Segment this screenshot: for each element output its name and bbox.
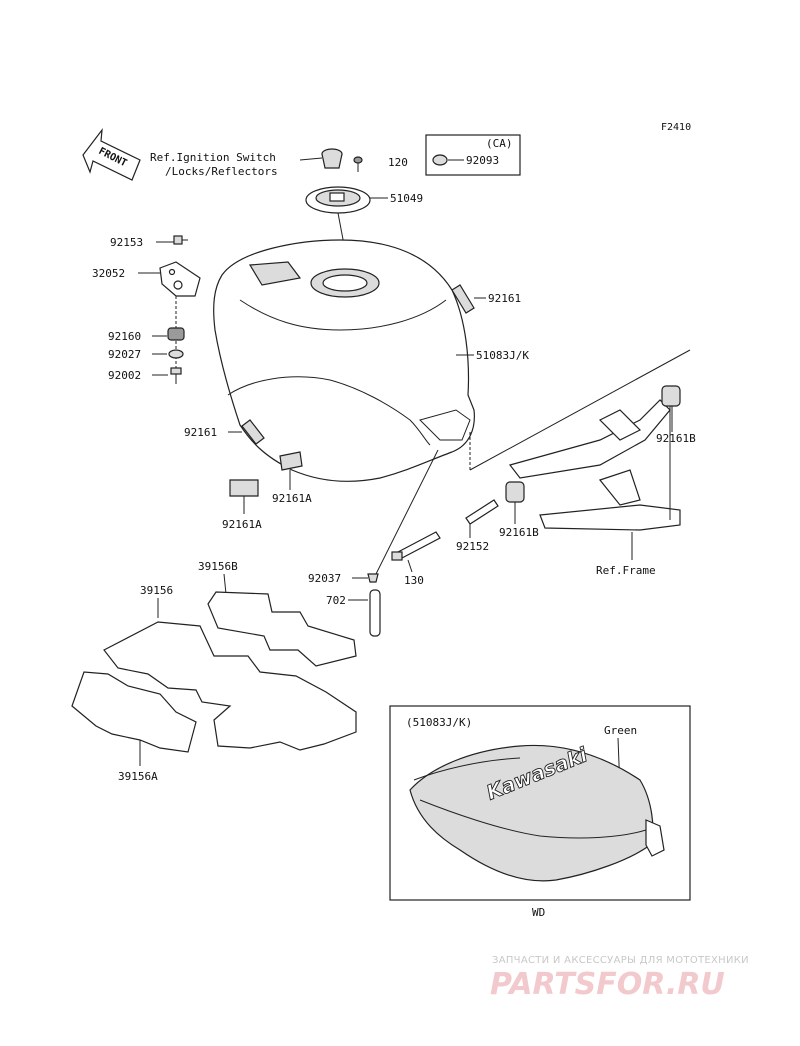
part-39156a: 39156A — [118, 770, 158, 783]
part-120: 120 — [388, 156, 408, 169]
part-92153: 92153 — [110, 236, 143, 249]
part-51049: 51049 — [390, 192, 423, 205]
part-92027: 92027 — [108, 348, 141, 361]
mat-39156b-part — [207, 591, 357, 667]
ca-box-part: 92093 — [466, 154, 499, 167]
part-92161a-1: 92161A — [272, 492, 312, 505]
rubber-pad-92161-part — [451, 284, 475, 314]
part-92037: 92037 — [308, 572, 341, 585]
part-130: 130 — [404, 574, 424, 587]
bolt-92002-part — [170, 367, 182, 384]
clip-92037-part — [367, 573, 379, 583]
part-92161b-top: 92161B — [656, 432, 696, 445]
grommet-92161b-mid-part — [505, 481, 525, 503]
frame-bracket-part — [508, 399, 681, 531]
screw-120-part — [353, 156, 363, 172]
rubber-pad-92161-left-part — [241, 419, 265, 445]
watermark-top-text: ЗАПЧАСТИ И АКСЕССУАРЫ ДЛЯ МОТОТЕХНИКИ — [492, 955, 749, 966]
grommet-92161b-top-part — [661, 385, 681, 407]
damper-92160-part — [167, 327, 185, 341]
collar-92152-part — [465, 499, 499, 525]
inset-title: (51083J/K) — [406, 716, 472, 729]
front-arrow-icon: FRONT — [82, 127, 141, 181]
rubber-pad-92161a-left-part — [229, 479, 259, 497]
inset-color-label: Green — [604, 724, 637, 737]
part-32052: 32052 — [92, 267, 125, 280]
painted-tank-part — [409, 744, 665, 882]
inset-box: (51083J/K) Green Kawasaki — [389, 705, 691, 901]
part-92161b-mid: 92161B — [499, 526, 539, 539]
bolt-130-part — [391, 531, 441, 561]
ca-box-title: (CA) — [486, 137, 513, 150]
fuel-cap-part — [305, 186, 371, 214]
ca-box: (CA) 92093 — [425, 134, 521, 176]
ignition-cylinder-part — [321, 148, 343, 169]
part-92160: 92160 — [108, 330, 141, 343]
part-39156b: 39156B — [198, 560, 238, 573]
collar-92027-part — [168, 349, 184, 359]
part-92161a-2: 92161A — [222, 518, 262, 531]
rubber-pad-92161a-right-part — [279, 451, 303, 471]
fuel-tank-part — [213, 239, 475, 482]
ref-frame-label: Ref.Frame — [596, 564, 656, 577]
mat-39156a-part — [71, 671, 197, 753]
part-39156: 39156 — [140, 584, 173, 597]
part-51083: 51083J/K — [476, 349, 529, 362]
inset-caption: WD — [532, 906, 545, 919]
ref-ignition-line2: /Locks/Reflectors — [165, 165, 278, 178]
part-92161-left: 92161 — [184, 426, 217, 439]
part-92152: 92152 — [456, 540, 489, 553]
bolt-92153-part — [173, 235, 188, 245]
diagram-code: F2410 — [661, 122, 691, 133]
bracket-32052-part — [159, 261, 201, 297]
part-702: 702 — [326, 594, 346, 607]
mat-39156-part — [103, 621, 357, 751]
ref-ignition-line1: Ref.Ignition Switch — [150, 151, 276, 164]
watermark-brand-text: PARTSFOR.RU — [490, 967, 725, 1002]
part-92161-top: 92161 — [488, 292, 521, 305]
part-92002: 92002 — [108, 369, 141, 382]
pipe-702-part — [369, 589, 381, 637]
